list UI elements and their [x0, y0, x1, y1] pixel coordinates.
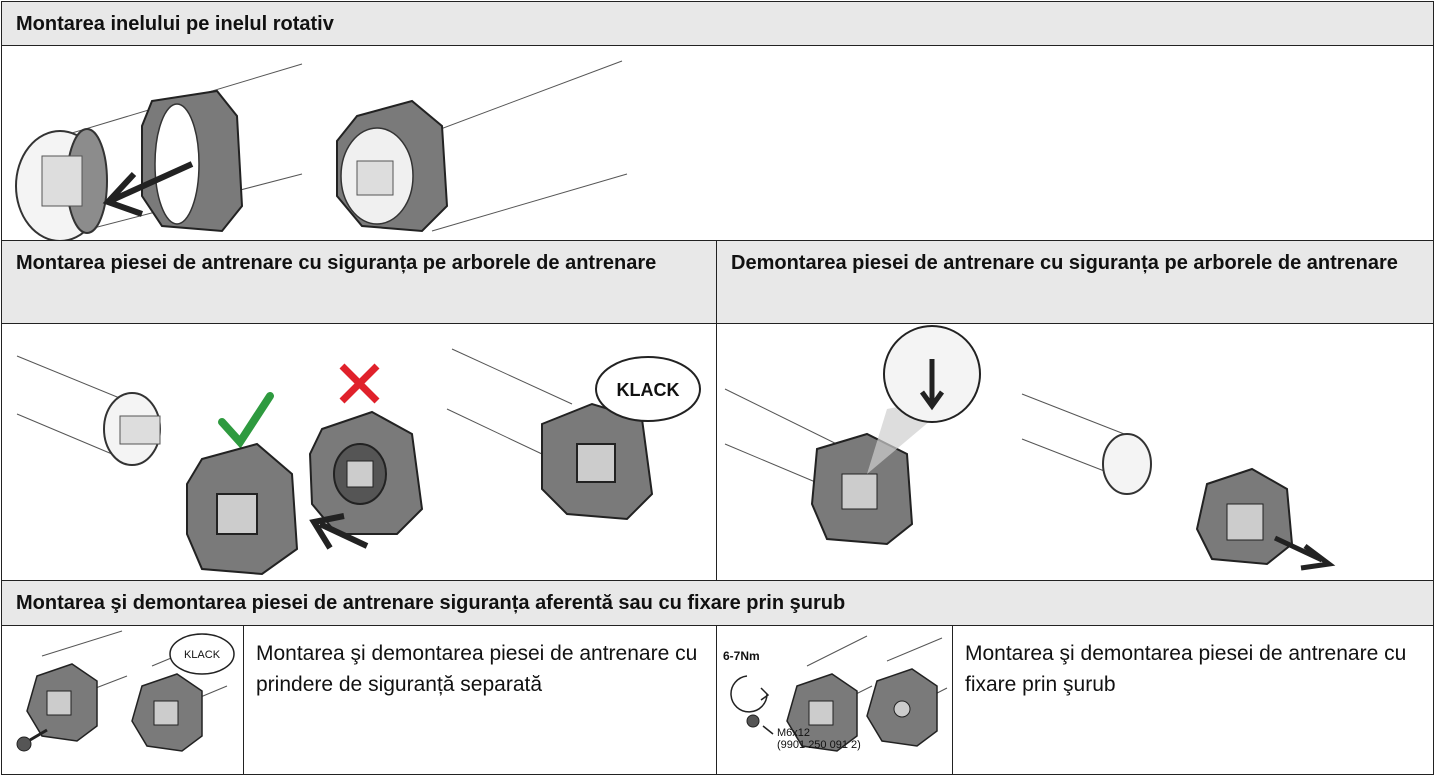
driver-removal-illustration	[724, 325, 1336, 571]
cross-icon	[339, 363, 380, 404]
screw-fixing-description: Montarea şi demontarea piesei de antrena…	[965, 642, 1407, 696]
small-klack-label: KLACK	[184, 649, 221, 661]
screw-part-number: (9901 250 091 2)	[777, 739, 861, 751]
section3-header: Montarea şi demontarea piesei de antrena…	[1, 580, 1434, 626]
section3-left-illustration-cell: KLACK	[1, 625, 244, 775]
separate-clip-description: Montarea şi demontarea piesei de antrena…	[256, 642, 698, 696]
check-icon	[218, 392, 274, 449]
section2-right-title: Demontarea piesei de antrenare cu sigura…	[731, 252, 1398, 274]
klack-label: KLACK	[617, 380, 680, 400]
section3-title: Montarea şi demontarea piesei de antrena…	[16, 592, 846, 614]
separate-clip-illustration: KLACK	[16, 630, 235, 752]
section2-right-header: Demontarea piesei de antrenare cu sigura…	[716, 240, 1434, 324]
screw-fixing-illustration: 6-7Nm M6x12 (9901 250 091 2)	[723, 635, 948, 752]
section3-right-description-cell: Montarea şi demontarea piesei de antrena…	[952, 625, 1434, 775]
section3-right-illustration-cell: 6-7Nm M6x12 (9901 250 091 2)	[716, 625, 953, 775]
section1-illustration-cell	[1, 45, 1434, 241]
section2-left-header: Montarea piesei de antrenare cu siguranț…	[1, 240, 717, 324]
section1-title: Montarea inelului pe inelul rotativ	[16, 13, 334, 35]
section2-right-illustration-cell	[716, 323, 1434, 581]
section2-left-illustration-cell: KLACK	[1, 323, 717, 581]
screw-size-label: M6x12	[777, 727, 810, 739]
torque-label: 6-7Nm	[723, 649, 760, 663]
driver-mounting-illustration: KLACK	[16, 348, 701, 576]
section2-left-title: Montarea piesei de antrenare cu siguranț…	[16, 252, 657, 274]
ring-mounting-illustration	[15, 60, 628, 240]
section1-header: Montarea inelului pe inelul rotativ	[1, 1, 1434, 46]
section3-left-description-cell: Montarea şi demontarea piesei de antrena…	[243, 625, 717, 775]
